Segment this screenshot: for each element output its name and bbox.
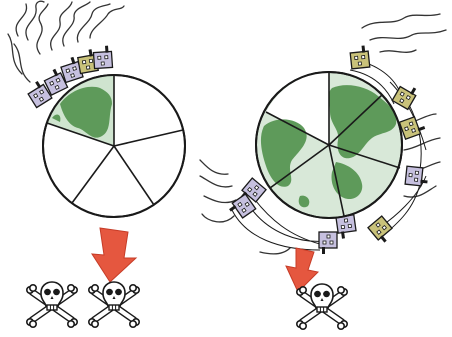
left-wheel [43, 75, 185, 217]
right-down-arrow-icon [286, 248, 318, 292]
right-wheel [256, 72, 402, 218]
skull-crossbones-icon [89, 282, 139, 327]
right-scene [200, 14, 446, 329]
factory-icon [368, 216, 396, 244]
left-scene [8, 1, 185, 327]
skull-crossbones-icon [27, 282, 77, 327]
left-down-arrow-icon [92, 228, 136, 282]
factory-icon [350, 45, 370, 69]
factory-icon [319, 232, 337, 254]
factory-icon [405, 166, 429, 186]
factory-icon [336, 215, 357, 239]
skull-crossbones-icon [297, 284, 347, 329]
factory-icon [93, 45, 112, 68]
